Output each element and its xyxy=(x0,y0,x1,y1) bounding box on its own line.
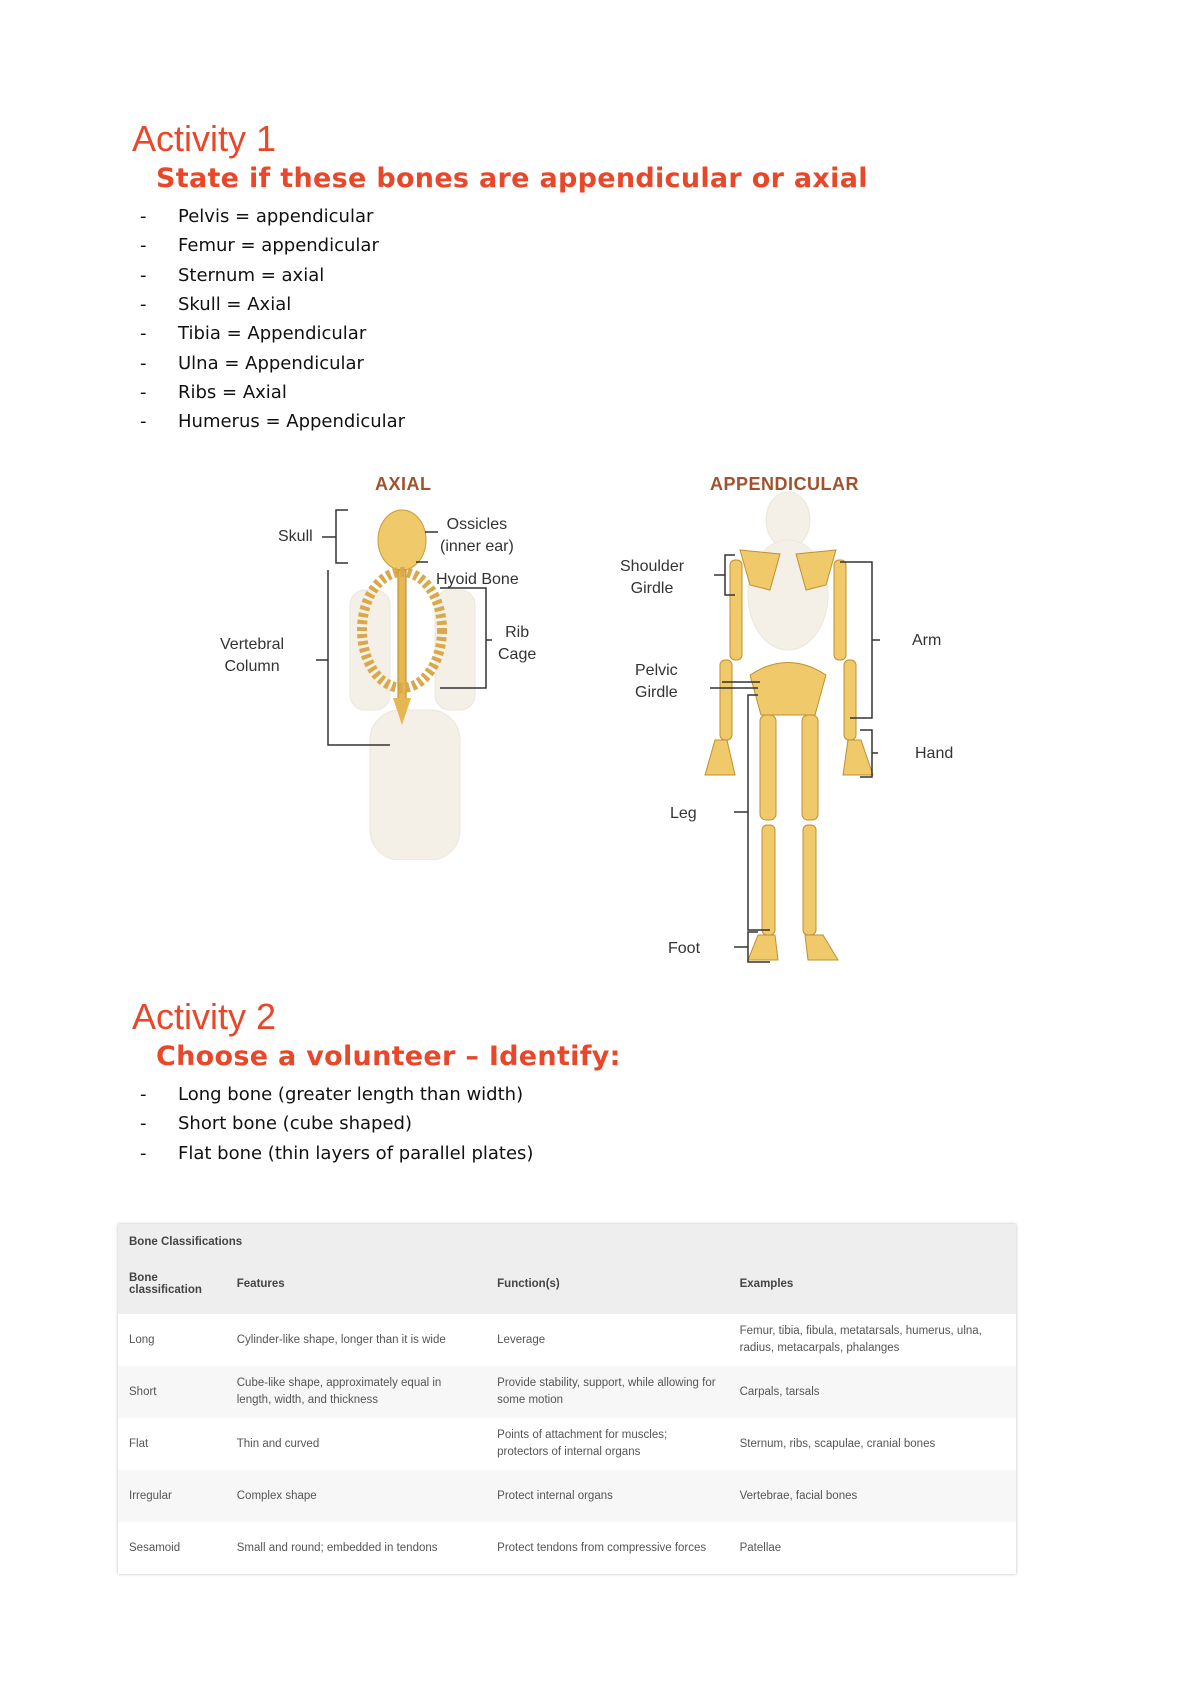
table-cell: Sternum, ribs, scapulae, cranial bones xyxy=(728,1418,1016,1470)
list-item-text: Ulna = Appendicular xyxy=(178,352,364,374)
label-skull: Skull xyxy=(278,528,313,545)
appendicular-diagram: APPENDICULAR Shoulder Gir xyxy=(610,470,980,970)
list-item-text: Tibia = Appendicular xyxy=(178,323,367,345)
list-item: - Flat bone (thin layers of parallel plat… xyxy=(140,1139,533,1168)
label-foot: Foot xyxy=(668,940,701,957)
list-item: - Long bone (greater length than width) xyxy=(140,1080,533,1109)
label-hyoid-bone: Hyoid Bone xyxy=(436,571,519,588)
list-item-text: Long bone (greater length than width) xyxy=(178,1084,524,1106)
bullet-dash: - xyxy=(140,381,147,403)
table-cell: Small and round; embedded in tendons xyxy=(225,1522,487,1574)
list-item: - Pelvis = appendicular xyxy=(140,202,405,231)
table-cell: Vertebrae, facial bones xyxy=(728,1470,1016,1522)
bullet-dash: - xyxy=(140,411,147,433)
list-item-text: Short bone (cube shaped) xyxy=(178,1113,412,1135)
table-cell: Provide stability, support, while allowi… xyxy=(486,1366,729,1418)
list-item-text: Sternum = axial xyxy=(178,264,325,286)
table-cell: Long xyxy=(118,1314,226,1366)
table-caption: Bone Classifications xyxy=(118,1224,1016,1258)
label-arm: Arm xyxy=(912,632,942,649)
bullet-dash: - xyxy=(140,264,147,286)
label-leg: Leg xyxy=(670,805,697,822)
label-rib-cage: Rib Cage xyxy=(498,624,537,663)
table-cell: Protect tendons from compressive forces xyxy=(486,1522,729,1574)
list-item: - Short bone (cube shaped) xyxy=(140,1109,533,1138)
axial-title: AXIAL xyxy=(375,474,432,494)
table-cell: Protect internal organs xyxy=(486,1470,729,1522)
table-cell: Carpals, tarsals xyxy=(728,1366,1016,1418)
bullet-dash: - xyxy=(140,323,147,345)
label-ossicles: Ossicles (inner ear) xyxy=(440,516,514,555)
table-cell: Cylinder-like shape, longer than it is w… xyxy=(225,1314,487,1366)
appendicular-title: APPENDICULAR xyxy=(710,474,860,494)
label-shoulder-girdle: Shoulder Girdle xyxy=(620,558,685,597)
bullet-dash: - xyxy=(140,352,147,374)
table-cell: Irregular xyxy=(118,1470,226,1522)
label-pelvic-girdle: Pelvic Girdle xyxy=(635,662,678,701)
list-item: - Tibia = Appendicular xyxy=(140,319,405,348)
axial-skeleton-illustration xyxy=(316,509,492,860)
table-cell: Flat xyxy=(118,1418,226,1470)
column-header: Features xyxy=(225,1258,487,1314)
activity2-title: Activity 2 xyxy=(132,996,277,1037)
activity1-title: Activity 1 xyxy=(132,118,277,159)
bullet-dash: - xyxy=(140,1142,147,1164)
table-cell: Short xyxy=(118,1366,226,1418)
table-cell: Femur, tibia, fibula, metatarsals, humer… xyxy=(728,1314,1016,1366)
bullet-dash: - xyxy=(140,206,147,228)
list-item: - Ulna = Appendicular xyxy=(140,348,405,377)
appendicular-skeleton-illustration xyxy=(704,491,880,963)
list-item-text: Femur = appendicular xyxy=(178,235,379,257)
column-header: Examples xyxy=(728,1258,1016,1314)
label-hand: Hand xyxy=(915,745,954,762)
bullet-dash: - xyxy=(140,1084,147,1106)
activity2-subtitle: Choose a volunteer – Identify: xyxy=(156,1041,621,1072)
list-item-text: Pelvis = appendicular xyxy=(178,206,374,228)
list-item: - Humerus = Appendicular xyxy=(140,407,405,436)
bullet-dash: - xyxy=(140,294,147,316)
bullet-dash: - xyxy=(140,1113,147,1135)
list-item: - Ribs = Axial xyxy=(140,378,405,407)
table-cell: Thin and curved xyxy=(225,1418,487,1470)
list-item-text: Flat bone (thin layers of parallel plate… xyxy=(178,1142,534,1164)
list-item: - Skull = Axial xyxy=(140,290,405,319)
list-item: - Femur = appendicular xyxy=(140,231,405,260)
list-item-text: Ribs = Axial xyxy=(178,381,287,403)
table-cell: Points of attachment for muscles; protec… xyxy=(486,1418,729,1470)
list-item-text: Humerus = Appendicular xyxy=(178,411,406,433)
bone-classifications-table: Bone Classifications Bone classification… xyxy=(118,1224,1016,1574)
axial-diagram: AXIAL Skull Ossicles (inner ear) Hyoid B… xyxy=(220,470,570,860)
list-item: - Sternum = axial xyxy=(140,261,405,290)
table-cell: Complex shape xyxy=(225,1470,487,1522)
activity1-subtitle: State if these bones are appendicular or… xyxy=(156,163,868,194)
bullet-dash: - xyxy=(140,235,147,257)
table-cell: Sesamoid xyxy=(118,1522,226,1574)
table-cell: Patellae xyxy=(728,1522,1016,1574)
table-cell: Cube-like shape, approximately equal in … xyxy=(225,1366,487,1418)
list-item-text: Skull = Axial xyxy=(178,294,292,316)
activity1-list: - Pelvis = appendicular - Femur = appendicu… xyxy=(140,202,405,436)
activity2-list: - Long bone (greater length than width) - S… xyxy=(140,1080,533,1168)
label-vertebral-column: Vertebral Column xyxy=(220,636,285,675)
table-cell: Leverage xyxy=(486,1314,729,1366)
column-header: Bone classification xyxy=(118,1258,226,1314)
column-header: Function(s) xyxy=(486,1258,729,1314)
